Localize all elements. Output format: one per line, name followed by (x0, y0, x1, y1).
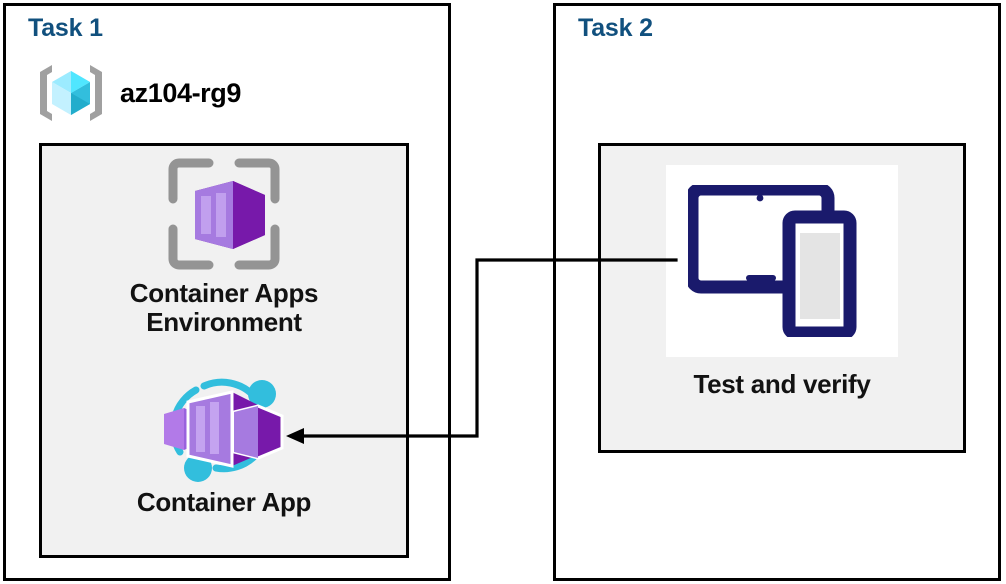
test-and-verify-node: Test and verify (598, 165, 966, 400)
task-1-heading: Task 1 (28, 14, 103, 42)
devices-test-icon (688, 185, 876, 337)
container-apps-environment-node: Container Apps Environment (39, 155, 409, 337)
container-app-node: Container App (39, 370, 409, 517)
container-apps-environment-icon (165, 155, 283, 273)
container-app-label: Container App (136, 487, 312, 517)
container-apps-environment-label: Container Apps Environment (129, 278, 319, 338)
task-2-heading: Task 2 (578, 14, 653, 42)
container-app-icon (158, 370, 290, 482)
resource-group-icon (36, 62, 106, 124)
label-line-1: Container Apps (129, 278, 319, 308)
test-and-verify-label: Test and verify (693, 369, 871, 399)
devices-test-icon-plate (666, 165, 898, 357)
resource-group-row: az104-rg9 (36, 62, 241, 124)
label-line-1: Container App (136, 487, 312, 517)
label-line-2: Environment (146, 307, 302, 338)
resource-group-name: az104-rg9 (120, 77, 241, 108)
